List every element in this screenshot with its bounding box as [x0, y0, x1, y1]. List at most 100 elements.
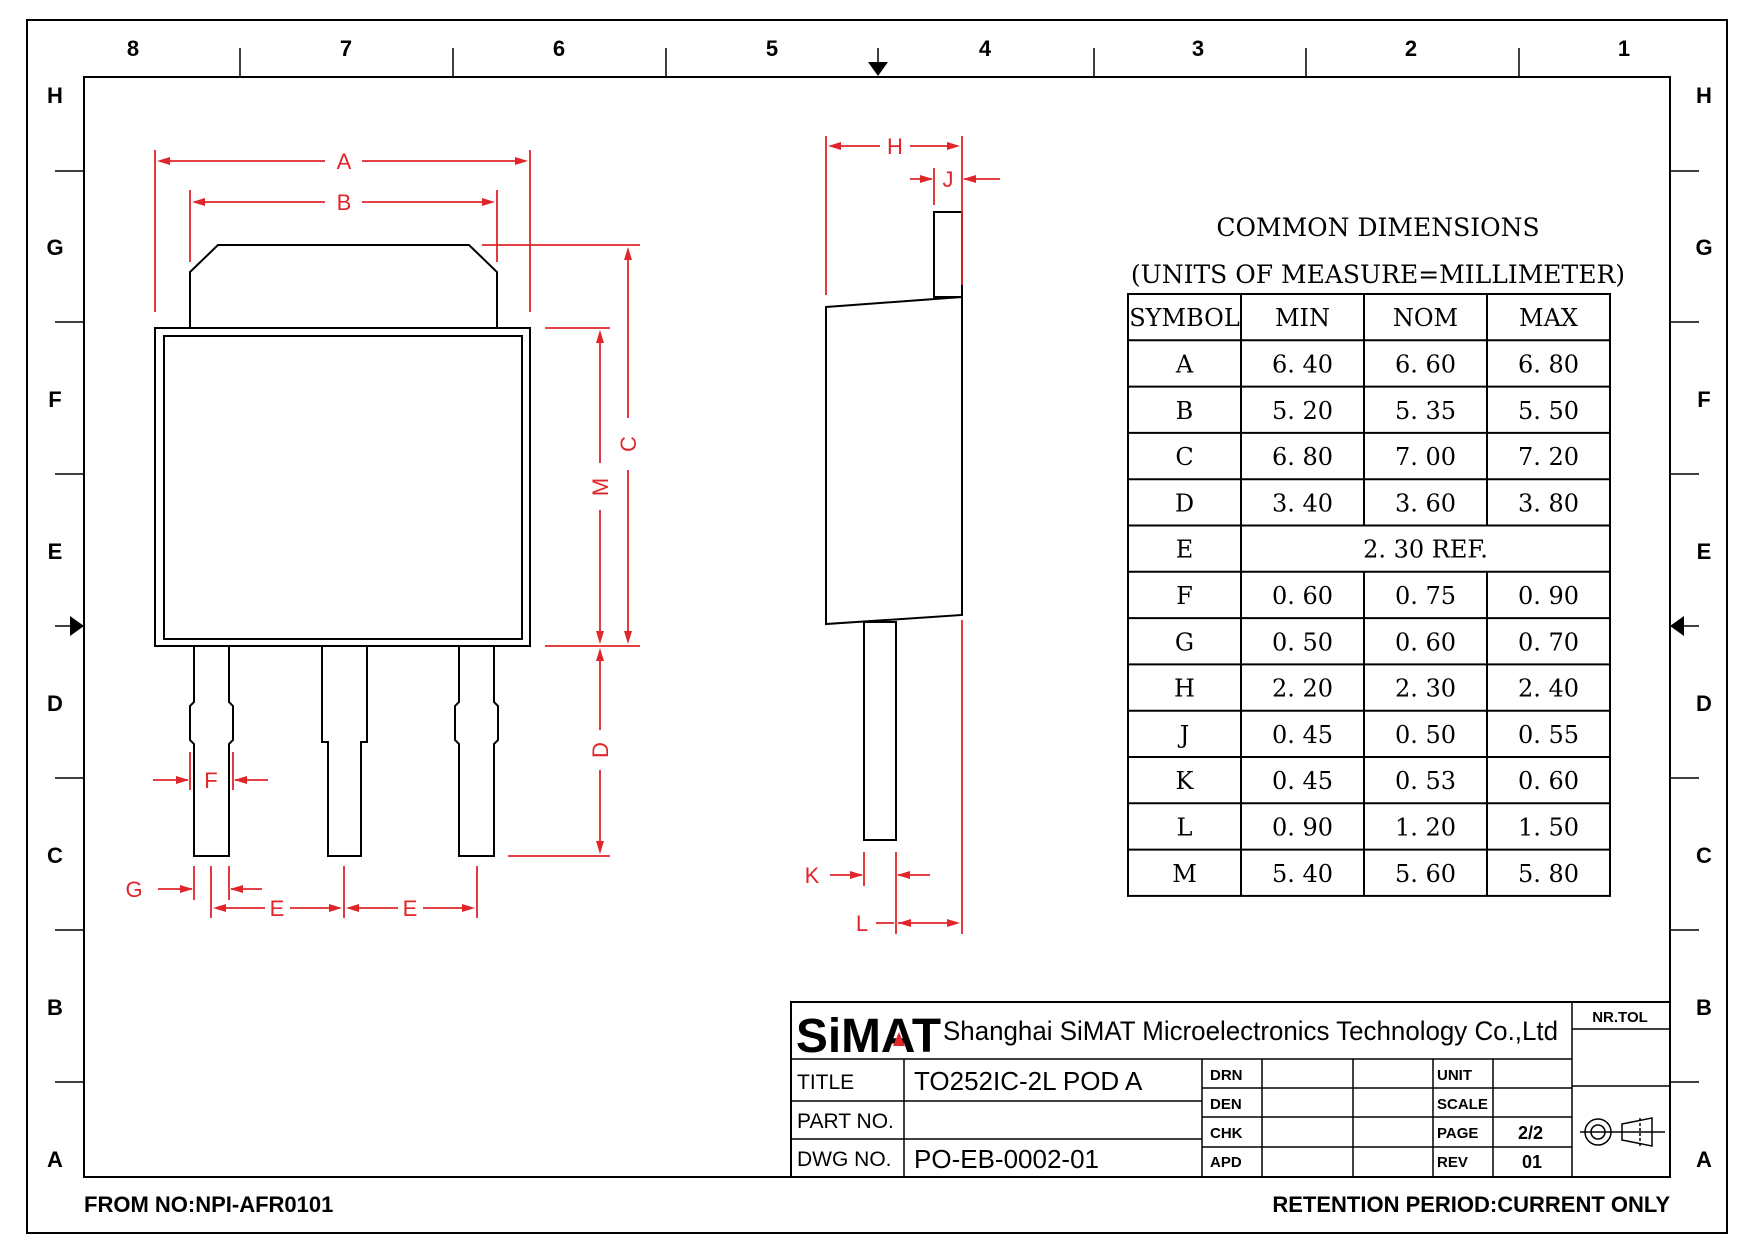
table-nom-cell: 0. 53 [1395, 767, 1456, 795]
table-max-cell: 2. 40 [1518, 675, 1579, 703]
page-value: 2/2 [1518, 1123, 1543, 1143]
title-block-grid [790, 1001, 1671, 1178]
table-nom-cell: 0. 50 [1395, 721, 1456, 749]
table-max-cell: 5. 50 [1518, 397, 1579, 425]
row-label: G [1695, 235, 1712, 260]
row-ticks [55, 170, 1699, 1083]
side-lead [863, 621, 897, 841]
table-title: COMMON DIMENSIONS [1216, 213, 1539, 242]
dim-label-c: C [616, 436, 641, 452]
table-min-cell: 0. 45 [1272, 767, 1333, 795]
side-dimension-labels: H J K L [805, 134, 954, 936]
dim-label-f: F [204, 768, 217, 793]
table-symbol-cell: C [1175, 443, 1193, 471]
table-max-cell: 0. 90 [1518, 582, 1579, 610]
front-view [154, 244, 531, 857]
table-max-cell: 7. 20 [1518, 443, 1579, 471]
dim-label-g: G [125, 877, 142, 902]
lead-right [454, 646, 499, 857]
body-inner [163, 335, 523, 640]
column-label: 1 [1618, 36, 1630, 61]
table-symbol-cell: A [1175, 350, 1194, 378]
signature-labels: DRN DEN CHK APD UNIT SCALE PAGE REV [1210, 1067, 1488, 1171]
table-nom-cell: 7. 00 [1395, 443, 1456, 471]
column-label: 4 [979, 36, 992, 61]
projection-symbol-icon [1580, 1117, 1665, 1147]
dim-label-b: B [337, 190, 352, 215]
table-symbol-cell: K [1176, 767, 1195, 795]
table-symbol-cell: D [1175, 489, 1194, 517]
dim-label-m: M [588, 478, 613, 496]
row-label: B [47, 995, 63, 1020]
column-label: 8 [127, 36, 139, 61]
table-symbol-cell: E [1176, 536, 1194, 564]
dim-label-j: J [943, 167, 954, 192]
table-min-cell: 6. 40 [1272, 350, 1333, 378]
row-label: A [47, 1147, 63, 1172]
table-min-cell: 0. 50 [1272, 628, 1333, 656]
row-label: B [1696, 995, 1712, 1020]
column-label: 2 [1405, 36, 1417, 61]
dim-label-l: L [856, 911, 868, 936]
table-max-cell: 5. 80 [1518, 860, 1579, 888]
centering-arrows [55, 48, 1699, 636]
table-symbol-cell: F [1176, 582, 1193, 610]
table-header-cell: SYMBOL [1129, 304, 1240, 332]
table-min-cell: 0. 45 [1272, 721, 1333, 749]
lead-middle [321, 646, 368, 857]
table-header-cell: MAX [1519, 304, 1578, 332]
side-body [825, 295, 963, 626]
table-max-cell: 6. 80 [1518, 350, 1579, 378]
row-label: D [47, 691, 63, 716]
side-view-dimensions [825, 136, 1000, 934]
row-label: H [1696, 83, 1712, 108]
rev-value: 01 [1522, 1152, 1542, 1172]
front-dimension-labels: A B C M D F G E E [125, 149, 641, 921]
body-outer [154, 327, 531, 647]
dim-label-e: E [270, 896, 285, 921]
row-label: E [48, 539, 63, 564]
company-name: Shanghai SiMAT Microelectronics Technolo… [943, 1016, 1558, 1046]
table-header-cell: MIN [1275, 304, 1330, 332]
dim-label-d: D [588, 742, 613, 758]
row-label: C [1696, 843, 1712, 868]
table-max-cell: 0. 70 [1518, 628, 1579, 656]
table-symbol-cell: B [1176, 397, 1194, 425]
retention-period: RETENTION PERIOD:CURRENT ONLY [1272, 1192, 1670, 1217]
logo-accent-icon [893, 1032, 905, 1046]
table-subtitle: (UNITS OF MEASURE=MILLIMETER) [1131, 260, 1625, 289]
column-label: 5 [766, 36, 778, 61]
table-min-cell: 2. 20 [1272, 675, 1333, 703]
scale-label: SCALE [1437, 1096, 1488, 1113]
dim-label-a: A [337, 149, 352, 174]
chk-label: CHK [1210, 1125, 1243, 1142]
table-symbol-cell: H [1174, 675, 1195, 703]
part-no-label: PART NO. [797, 1110, 894, 1133]
table-nom-cell: 6. 60 [1395, 350, 1456, 378]
dimensions-table: COMMON DIMENSIONS (UNITS OF MEASURE=MILL… [1127, 213, 1625, 897]
table-max-cell: 0. 55 [1518, 721, 1579, 749]
dim-label-h: H [887, 134, 903, 159]
table-ref-cell: 2. 30 REF. [1363, 536, 1488, 564]
table-nom-cell: 1. 20 [1395, 813, 1456, 841]
page-label: PAGE [1437, 1125, 1478, 1142]
row-label: A [1696, 1147, 1712, 1172]
logo-wordmark: SiMAT [796, 1010, 941, 1063]
unit-label: UNIT [1437, 1067, 1472, 1084]
table-max-cell: 0. 60 [1518, 767, 1579, 795]
table-max-cell: 3. 80 [1518, 489, 1579, 517]
row-labels-left: H G F E D C B A [46, 83, 63, 1172]
table-nom-cell: 0. 75 [1395, 582, 1456, 610]
tab-outline [189, 244, 498, 328]
table-grid [1127, 293, 1611, 897]
column-label: 7 [340, 36, 352, 61]
row-label: F [48, 387, 61, 412]
front-view-dimensions [153, 150, 640, 918]
row-label: C [47, 843, 63, 868]
row-label: E [1697, 539, 1712, 564]
row-label: D [1696, 691, 1712, 716]
table-nom-cell: 3. 60 [1395, 489, 1456, 517]
row-labels-right: H G F E D C B A [1695, 83, 1712, 1172]
